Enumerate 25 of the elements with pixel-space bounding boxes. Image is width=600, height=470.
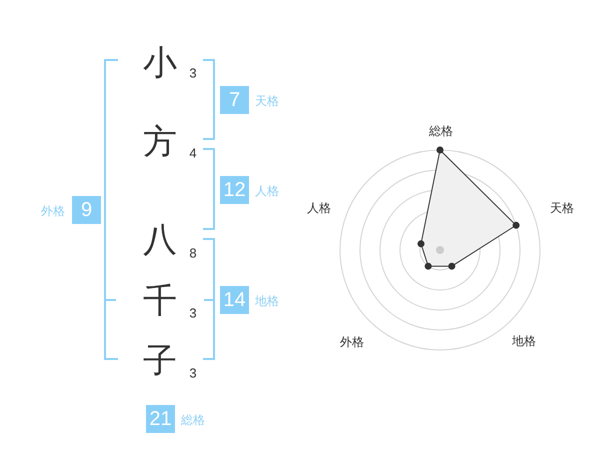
- stroke-count: 3: [189, 66, 197, 80]
- axis-label: 天格: [550, 202, 574, 214]
- kanji-character: 方: [143, 125, 177, 159]
- axis-label: 地格: [512, 335, 536, 347]
- score-box: 14: [220, 286, 249, 314]
- kanji-character: 小: [143, 46, 177, 80]
- axis-label: 外格: [340, 336, 364, 348]
- score-box: 21: [146, 405, 175, 433]
- axis-label: 人格: [307, 202, 331, 214]
- score-label: 天格: [255, 95, 279, 107]
- score-box: 12: [220, 176, 249, 204]
- kanji-character: 子: [143, 344, 177, 378]
- score-label: 総格: [181, 414, 205, 426]
- score-box: 7: [220, 86, 249, 114]
- stroke-count: 3: [189, 366, 197, 380]
- score-label: 外格: [41, 205, 65, 217]
- stroke-count: 4: [189, 146, 197, 160]
- stroke-count: 3: [189, 306, 197, 320]
- kanji-character: 千: [143, 284, 177, 318]
- score-label: 人格: [255, 185, 279, 197]
- score-label: 地格: [255, 295, 279, 307]
- stroke-count: 8: [189, 246, 197, 260]
- kanji-character: 八: [143, 223, 177, 257]
- score-box: 9: [72, 196, 101, 224]
- axis-label: 総格: [429, 125, 453, 137]
